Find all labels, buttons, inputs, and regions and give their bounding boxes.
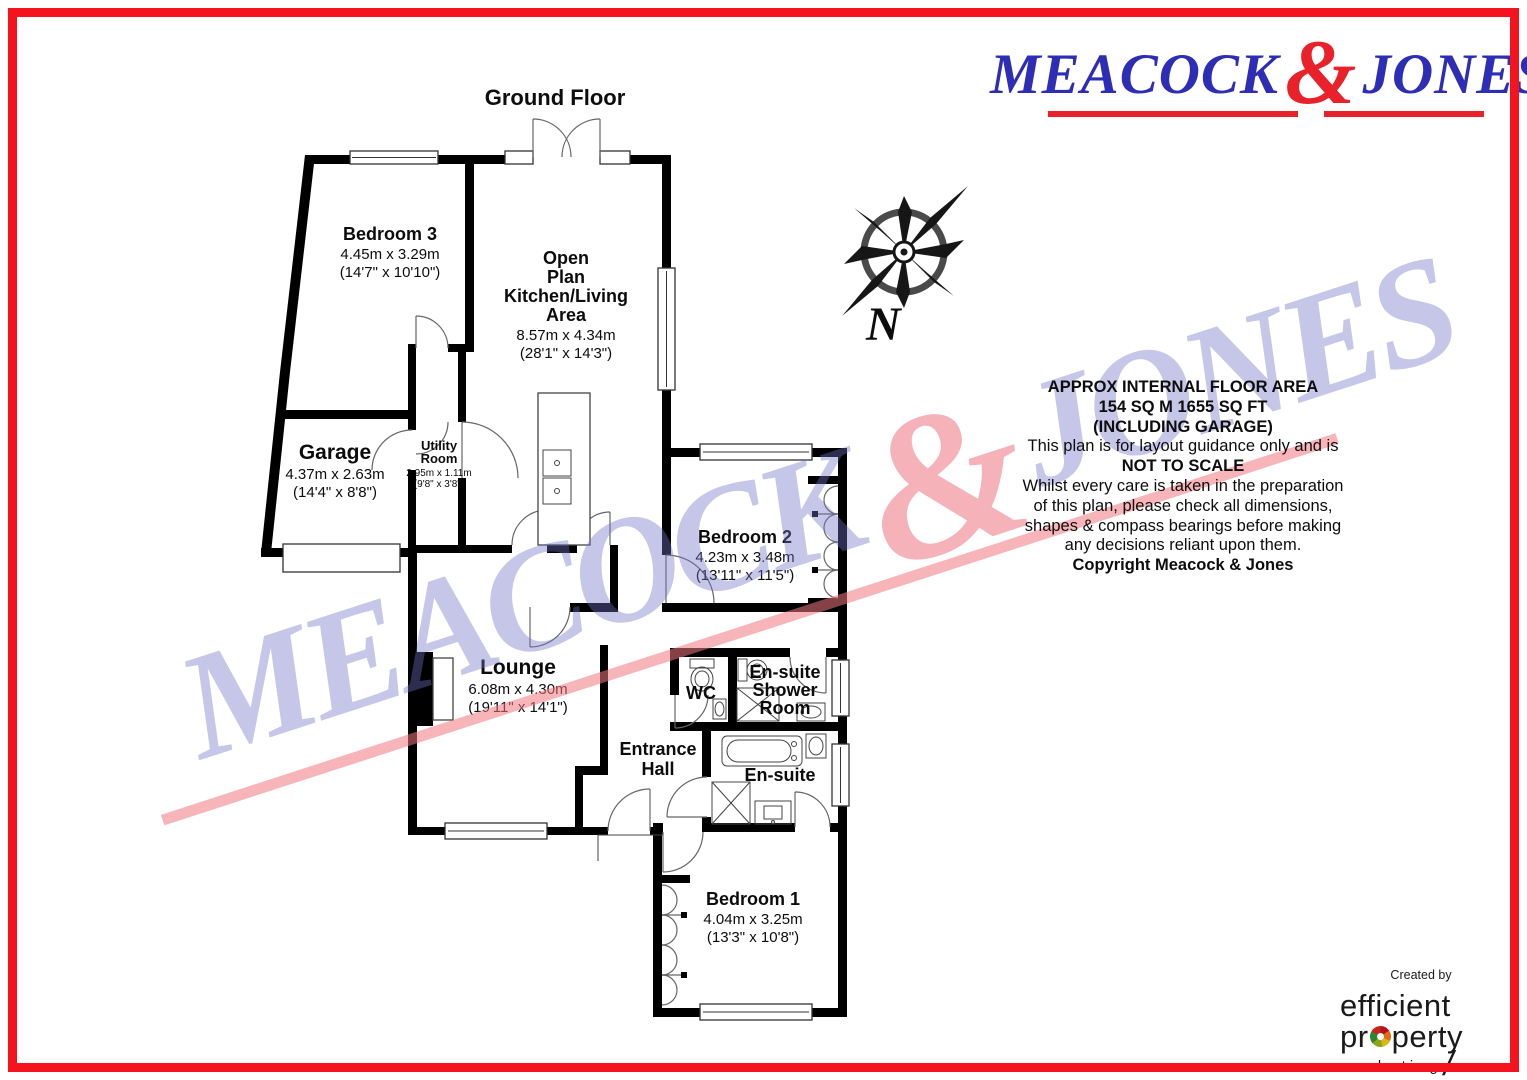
svg-text:4.45m x 3.29m: 4.45m x 3.29m: [340, 246, 439, 263]
page-title: Ground Floor: [484, 85, 626, 110]
svg-text:4.37m x 2.63m: 4.37m x 2.63m: [285, 466, 384, 483]
logo-word-left: MEACOCK: [989, 43, 1279, 106]
svg-text:Room: Room: [760, 698, 811, 718]
svg-text:(9'8" x 3'8"): (9'8" x 3'8"): [414, 479, 464, 490]
garage-door: [282, 543, 401, 573]
svg-text:(14'4" x 8'8"): (14'4" x 8'8"): [293, 484, 377, 501]
floor-area-value: 154 SQ M 1655 SQ FT: [1098, 397, 1268, 416]
ensuite-label: En-suite: [744, 765, 815, 785]
svg-text:(13'11" x 11'5"): (13'11" x 11'5"): [696, 567, 794, 584]
svg-text:8.57m x 4.34m: 8.57m x 4.34m: [516, 327, 615, 344]
agency-logo: MEACOCK & JONES: [990, 26, 1527, 118]
svg-text:Room: Room: [421, 451, 458, 466]
svg-text:2.95m x 1.11m: 2.95m x 1.11m: [406, 468, 471, 479]
svg-text:(14'7" x 10'10"): (14'7" x 10'10"): [340, 264, 441, 281]
lounge-label: Lounge: [480, 656, 556, 679]
wardrobe-bedroom2: [812, 485, 839, 599]
svg-text:Plan: Plan: [547, 267, 585, 287]
room-labels: Bedroom 3 4.45m x 3.29m (14'7" x 10'10")…: [285, 224, 820, 946]
compass-rose-icon: N: [842, 186, 968, 351]
fireplace-hearth: [432, 657, 454, 721]
disclaimer-block: APPROX INTERNAL FLOOR AREA 154 SQ M 1655…: [965, 378, 1401, 576]
ensuite-shower-label: En-suite: [749, 662, 820, 682]
logo-word-right: JONES: [1362, 43, 1527, 106]
wc-label: WC: [686, 683, 716, 703]
kitchen-label: Open: [543, 248, 589, 268]
logo-slash: /: [1443, 1045, 1458, 1080]
bedroom1-label: Bedroom 1: [706, 889, 800, 909]
entrance-hall-label: Entrance: [619, 739, 696, 759]
svg-text:4.23m x 3.48m: 4.23m x 3.48m: [695, 549, 794, 566]
floor-area-line: APPROX INTERNAL FLOOR AREA: [1047, 378, 1319, 396]
svg-text:(19'11" x 14'1"): (19'11" x 14'1"): [468, 699, 568, 716]
svg-text:(28'1" x 14'3"): (28'1" x 14'3"): [520, 345, 612, 362]
wardrobe-bedroom1: [661, 884, 687, 1006]
compass-north-label: N: [865, 298, 903, 351]
logo-underline: [1048, 111, 1490, 117]
svg-text:(13'3" x 10'8"): (13'3" x 10'8"): [707, 929, 799, 946]
svg-text:Shower: Shower: [752, 680, 817, 700]
created-by-label: Created by: [1390, 968, 1452, 982]
bedroom2-label: Bedroom 2: [698, 527, 792, 547]
bedroom3-label: Bedroom 3: [343, 224, 437, 244]
svg-text:4.04m x 3.25m: 4.04m x 3.25m: [703, 911, 802, 928]
svg-text:Kitchen/Living: Kitchen/Living: [504, 286, 628, 306]
svg-text:Area: Area: [546, 305, 587, 325]
garage-label: Garage: [299, 441, 371, 464]
kitchen-island: [537, 392, 591, 546]
svg-text:Hall: Hall: [641, 759, 674, 779]
svg-text:6.08m x 4.30m: 6.08m x 4.30m: [468, 681, 567, 698]
copyright-line: Copyright Meacock & Jones: [1072, 556, 1294, 575]
not-to-scale: NOT TO SCALE: [1121, 457, 1245, 476]
pinwheel-icon: [1369, 1026, 1391, 1047]
